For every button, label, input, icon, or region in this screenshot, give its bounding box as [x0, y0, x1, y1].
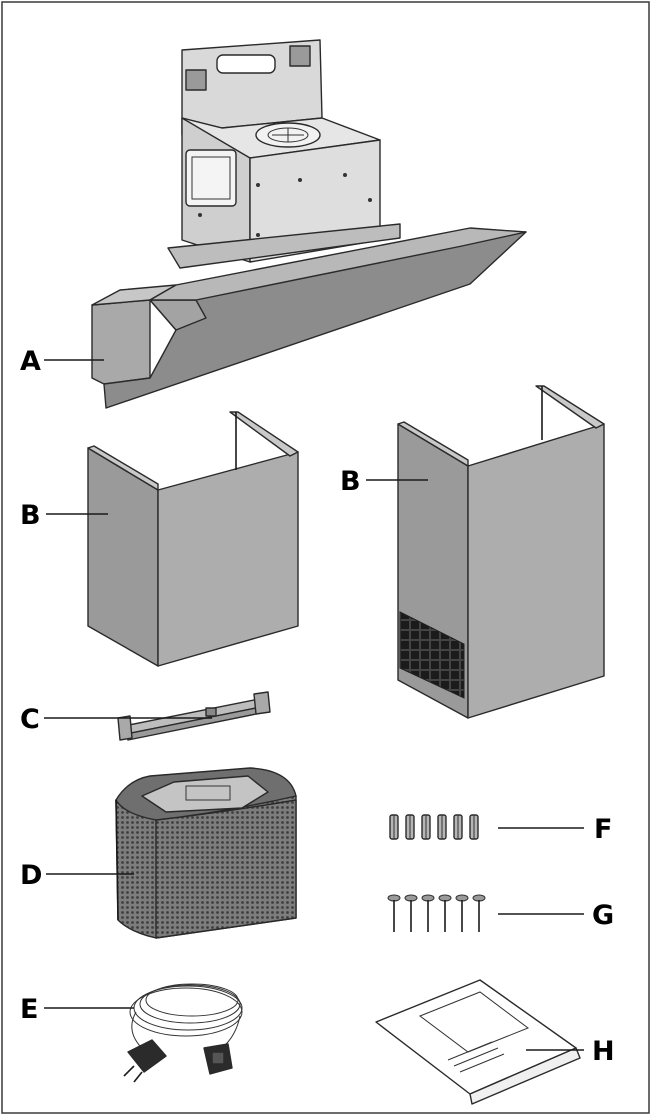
- label-b-left: B: [20, 500, 41, 531]
- screw-illustration: [421, 894, 435, 932]
- label-h: H: [592, 1036, 615, 1067]
- screw-illustration: [438, 894, 452, 932]
- screw-illustration: [404, 894, 418, 932]
- instruction-manual-illustration: [375, 979, 581, 1105]
- carbon-filter-illustration: [115, 767, 297, 939]
- label-d: D: [20, 860, 42, 891]
- label-e: E: [20, 994, 38, 1025]
- range-hood-body-illustration: [91, 39, 527, 409]
- screw-illustration: [387, 894, 401, 932]
- wall-plug-illustration: [123, 1039, 233, 1083]
- tall-chimney-cover-illustration: [397, 385, 605, 719]
- wall-plug: [421, 814, 431, 840]
- label-a: A: [20, 346, 41, 377]
- short-chimney-cover-illustration: [87, 411, 299, 667]
- screw-illustration: [455, 894, 469, 932]
- wall-plugs-illustration: [389, 814, 479, 840]
- label-f: F: [594, 814, 612, 845]
- wall-plug: [437, 814, 447, 840]
- wall-plug: [469, 814, 479, 840]
- label-c: C: [20, 704, 40, 735]
- wall-plug: [453, 814, 463, 840]
- label-g: G: [592, 900, 614, 931]
- screw-illustration: [472, 894, 486, 932]
- wall-plug: [405, 814, 415, 840]
- mounting-bracket-illustration: [117, 691, 271, 741]
- screws-illustration: [387, 894, 486, 932]
- power-cable-illustration: [129, 983, 243, 1049]
- wall-plug: [389, 814, 399, 840]
- label-b-right: B: [340, 466, 361, 497]
- vent-grille-illustration: [399, 611, 465, 699]
